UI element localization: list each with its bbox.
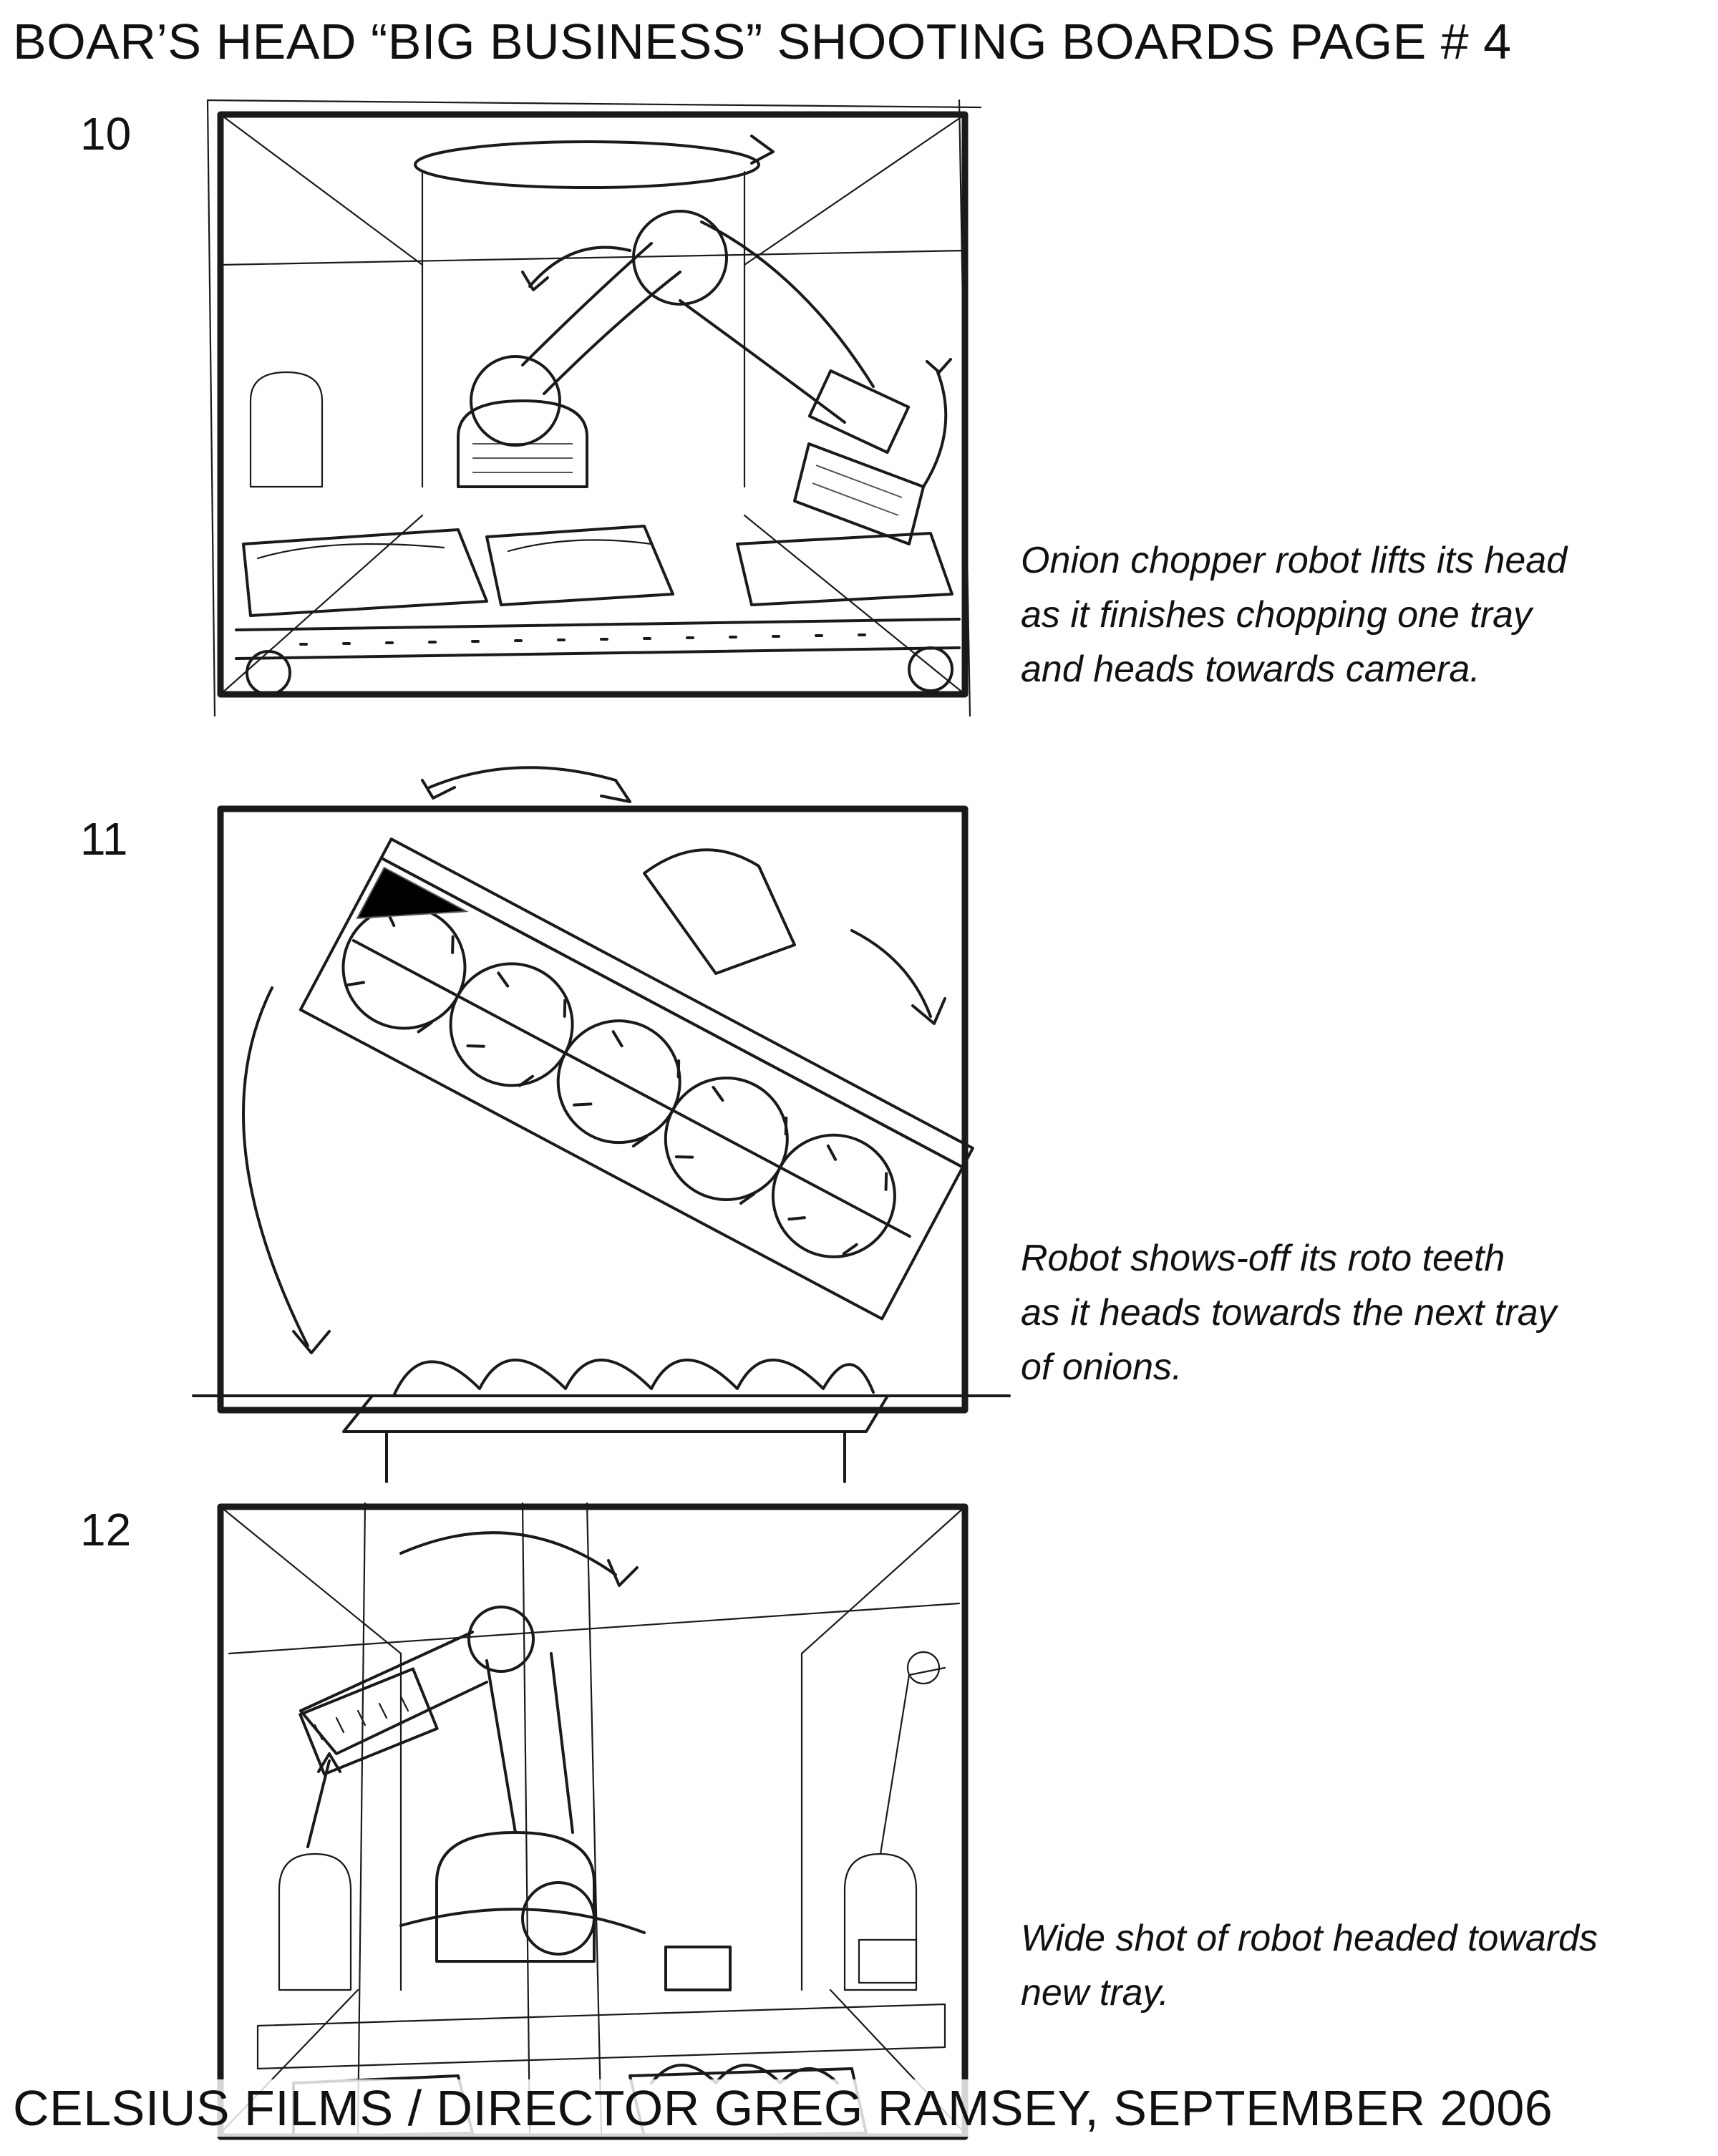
caption-line: of onions. [1021,1346,1183,1388]
caption-line: Onion chopper robot lifts its head [1021,540,1568,581]
page-title: BOAR’S HEAD “BIG BUSINESS” SHOOTING BOAR… [13,14,1512,69]
panel-12-sketch [186,1489,1016,2140]
panel-number: 12 [80,1504,132,1555]
wide-shot-robot-sketch [217,1502,969,2140]
caption-line: as it finishes chopping one tray [1021,594,1532,636]
panel-10-sketch [186,86,1016,730]
robot-roto-teeth-sketch [192,766,1011,1483]
footer-credit: CELSIUS FILMS / DIRECTOR GREG RAMSEY, SE… [13,2079,1559,2137]
caption-line: and heads towards camera. [1021,649,1480,690]
panel-caption: Robot shows-off its roto teeth as it hea… [1021,1231,1694,1394]
panel-number: 10 [80,108,132,160]
panel-caption: Onion chopper robot lifts its head as it… [1021,533,1694,696]
caption-line: Wide shot of robot headed towards [1021,1918,1598,1959]
caption-line: as it heads towards the next tray [1021,1292,1557,1334]
caption-line: Robot shows-off its roto teeth [1021,1238,1505,1279]
caption-line: new tray. [1021,1972,1170,2014]
panel-number: 11 [80,813,128,865]
robot-lifting-head-sketch [206,99,982,717]
panel-11-sketch [186,759,1016,1483]
panel-caption: Wide shot of robot headed towards new tr… [1021,1911,1694,2020]
